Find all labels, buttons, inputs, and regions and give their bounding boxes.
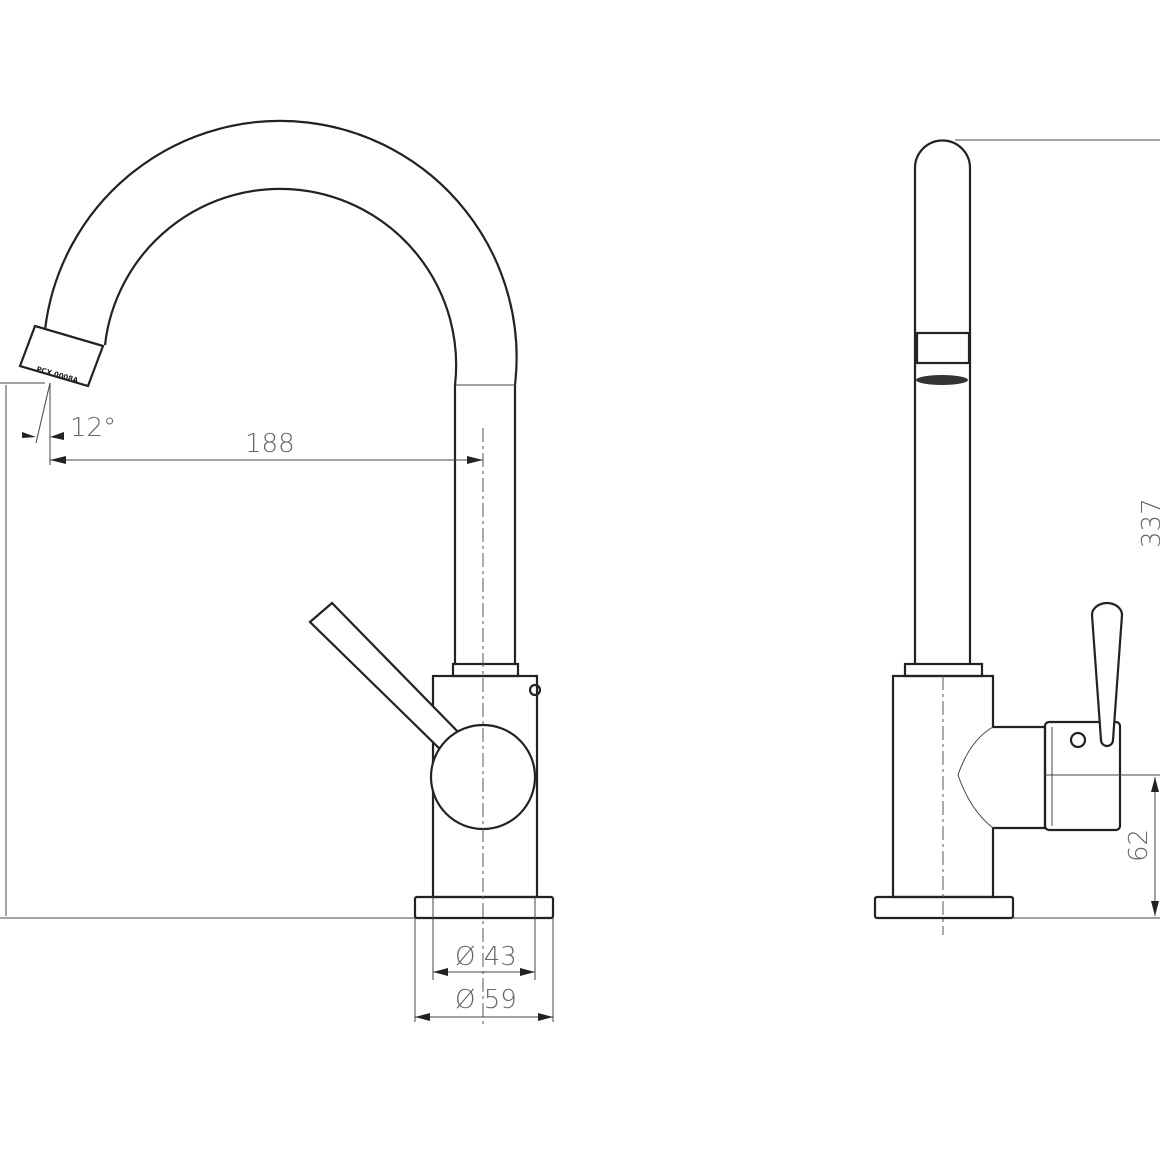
handle-screw xyxy=(1069,731,1087,749)
spout-outline xyxy=(43,119,518,664)
spout-head-band xyxy=(34,324,104,348)
lever-height-label: 62 xyxy=(1124,829,1154,862)
side-ring xyxy=(903,662,984,678)
spout-marking: PCX 0008A xyxy=(35,365,79,385)
side-view: 62 337 xyxy=(873,139,1160,935)
side-base-plate xyxy=(873,895,1015,920)
side-lever xyxy=(1090,601,1124,748)
side-body xyxy=(891,674,1047,899)
base-diameter-label: Ø 59 xyxy=(455,985,517,1015)
base-plate xyxy=(413,895,555,920)
spout-ring xyxy=(451,662,520,678)
angle-label: 12° xyxy=(70,413,116,443)
aerator-outlet xyxy=(916,375,968,385)
body-diameter-label: Ø 43 xyxy=(455,942,517,972)
lever-handle xyxy=(308,601,465,754)
body-screw xyxy=(528,683,542,697)
reach-label: 188 xyxy=(245,429,295,459)
front-view: PCX 0008A 188 12° Ø 43 Ø 59 xyxy=(0,119,555,1025)
side-spout xyxy=(913,139,972,664)
side-handle-block xyxy=(1043,720,1122,832)
side-aerator-band xyxy=(915,331,971,365)
height-label: 337 xyxy=(1137,498,1160,548)
